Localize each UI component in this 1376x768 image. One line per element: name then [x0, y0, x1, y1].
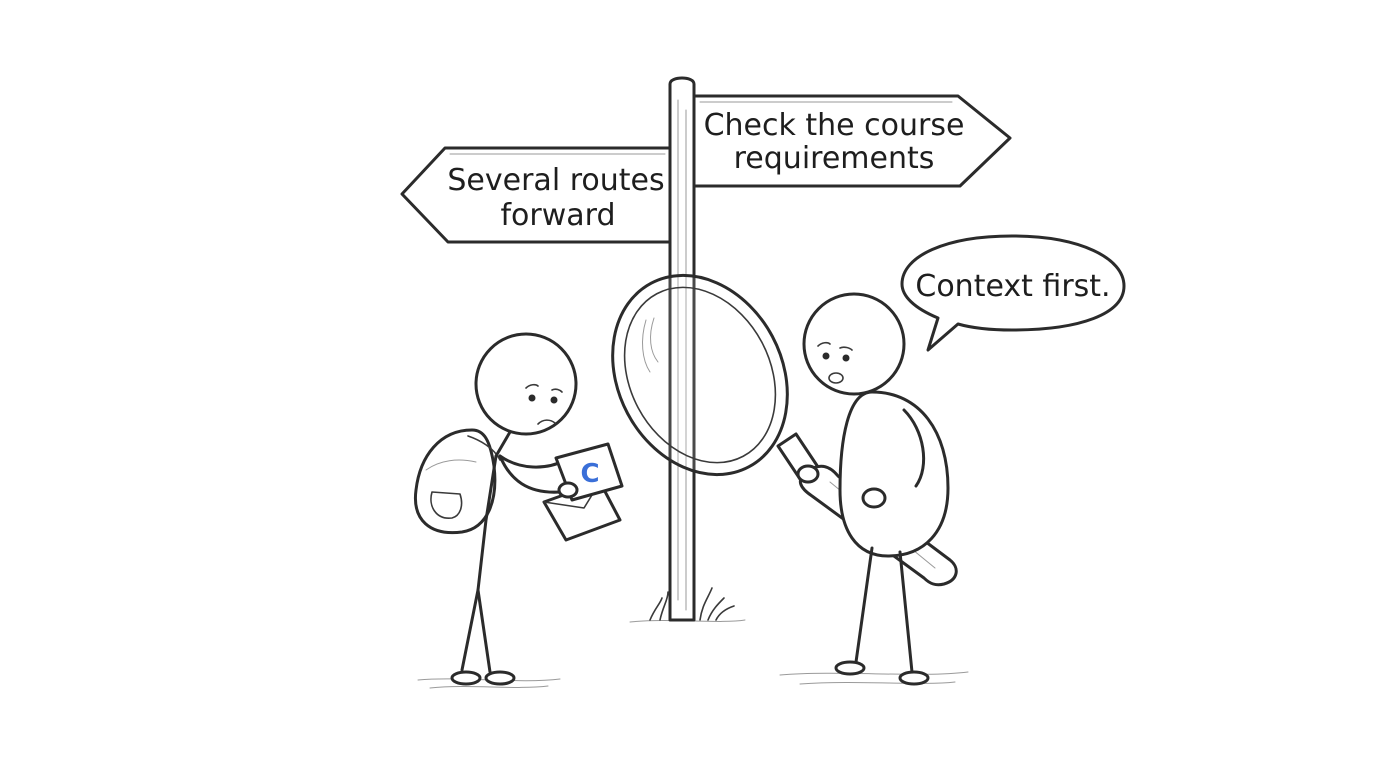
grass-tuft — [649, 587, 735, 621]
backpack-icon — [413, 428, 501, 535]
right-sign-line-1: Check the course — [704, 108, 965, 143]
left-sign-line-2: forward — [500, 198, 615, 233]
right-sign: Check the course requirements — [692, 94, 1012, 188]
left-sign-line-1: Several routes — [447, 163, 664, 198]
character-with-magnifier — [796, 292, 950, 686]
speech-bubble: Context first. — [900, 234, 1126, 352]
character-with-letter: C — [413, 332, 624, 686]
envelope-icon: C — [542, 442, 624, 542]
speech-bubble-text: Context first. — [915, 269, 1110, 304]
signpost-pole — [668, 76, 696, 622]
letter-glyph: C — [580, 459, 599, 489]
right-sign-line-2: requirements — [734, 141, 935, 176]
left-sign: Several routes forward — [400, 146, 672, 244]
